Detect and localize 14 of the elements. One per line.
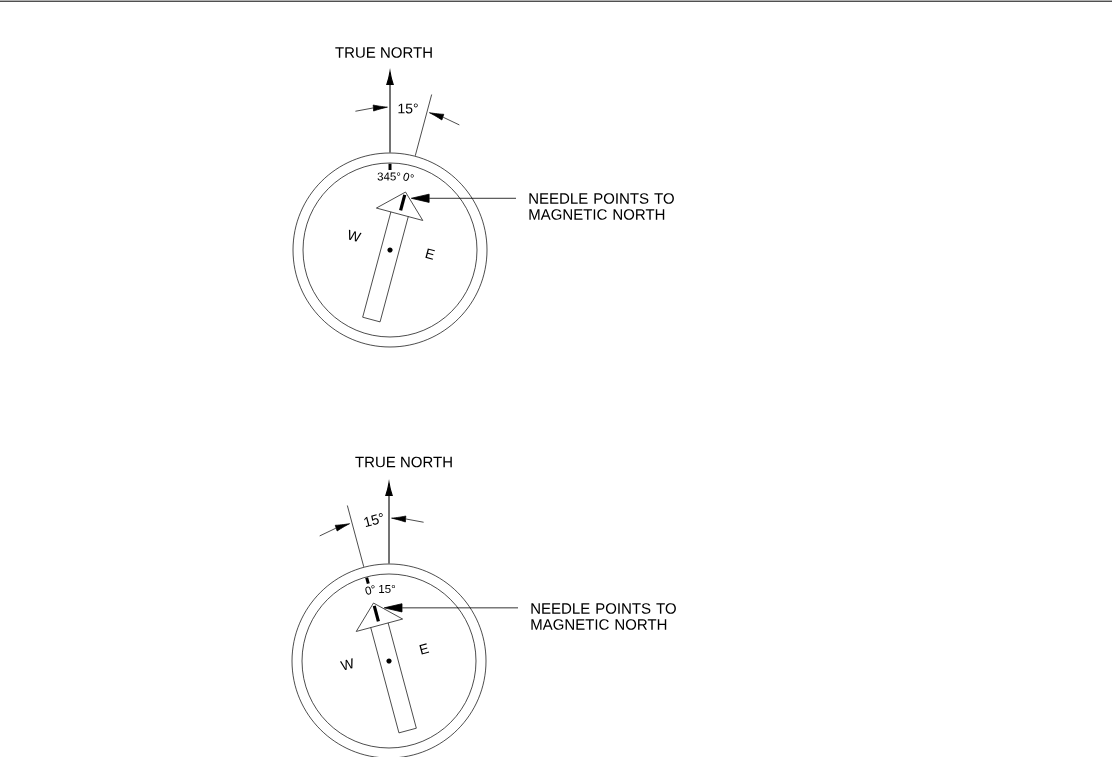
direction-letter: W	[348, 229, 362, 242]
direction-letter: W	[339, 658, 353, 671]
compass-needle	[355, 602, 417, 734]
callout-text: NEEDLE POINTS TO MAGNETIC NORTH	[531, 603, 676, 630]
callout-text: NEEDLE POINTS TO MAGNETIC NORTH	[529, 193, 674, 220]
degree-label: 0°	[403, 172, 414, 181]
north-label: TRUE NORTH	[355, 456, 452, 468]
angle-label: 15°	[364, 513, 383, 528]
direction-letter: E	[419, 643, 430, 655]
angle-label: 15°	[398, 103, 418, 114]
north-label: TRUE NORTH	[335, 47, 432, 58]
degree-label: 15°	[379, 584, 395, 594]
degree-label: 0°	[365, 585, 375, 595]
degree-label: 345°	[377, 172, 401, 181]
